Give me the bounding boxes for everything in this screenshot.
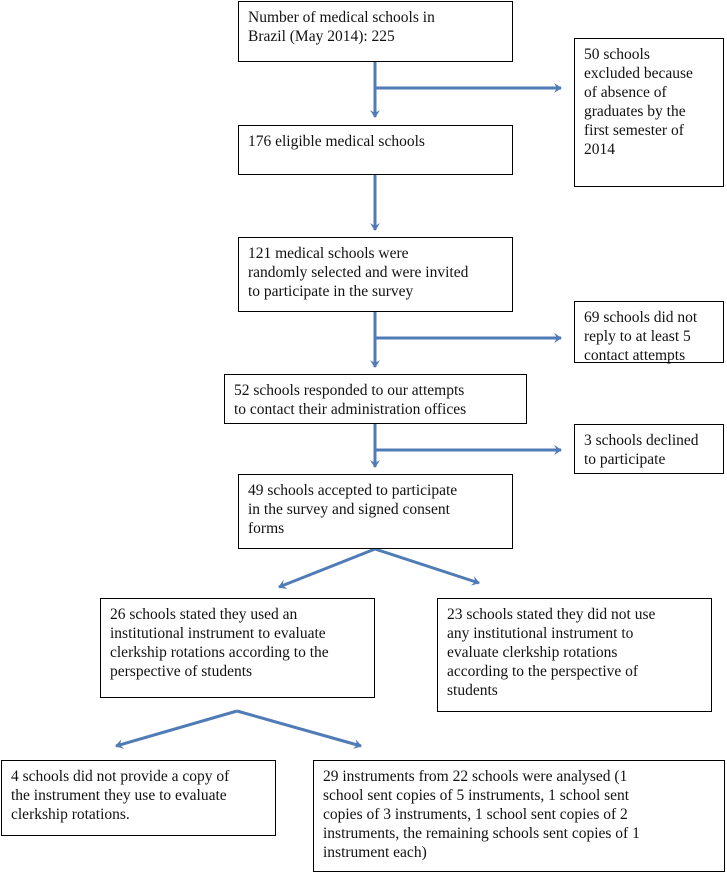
box-declined: 3 schools declined to participate [574,424,724,474]
box-accepted: 49 schools accepted to participate in th… [238,474,513,549]
box-used-instrument: 26 schools stated they used an instituti… [100,598,375,698]
arrow-accepted-to-used [278,547,376,590]
arrow-used-to-analysed [236,709,362,749]
box-eligible: 176 eligible medical schools [238,125,513,175]
box-no-instrument: 23 schools stated they did not use any i… [437,598,712,712]
box-total-schools: Number of medical schools in Brazil (May… [238,1,513,62]
box-no-copy: 4 schools did not provide a copy of the … [1,760,276,836]
arrow-used-to-no-copy [115,709,238,749]
box-analysed: 29 instruments from 22 schools were anal… [313,760,725,872]
arrow-accepted-to-not-used [374,547,480,586]
box-selected: 121 medical schools were randomly select… [238,237,513,312]
box-responded: 52 schools responded to our attempts to … [224,374,527,424]
box-excluded: 50 schools excluded because of absence o… [574,38,724,187]
box-no-reply: 69 schools did not reply to at least 5 c… [574,301,724,364]
